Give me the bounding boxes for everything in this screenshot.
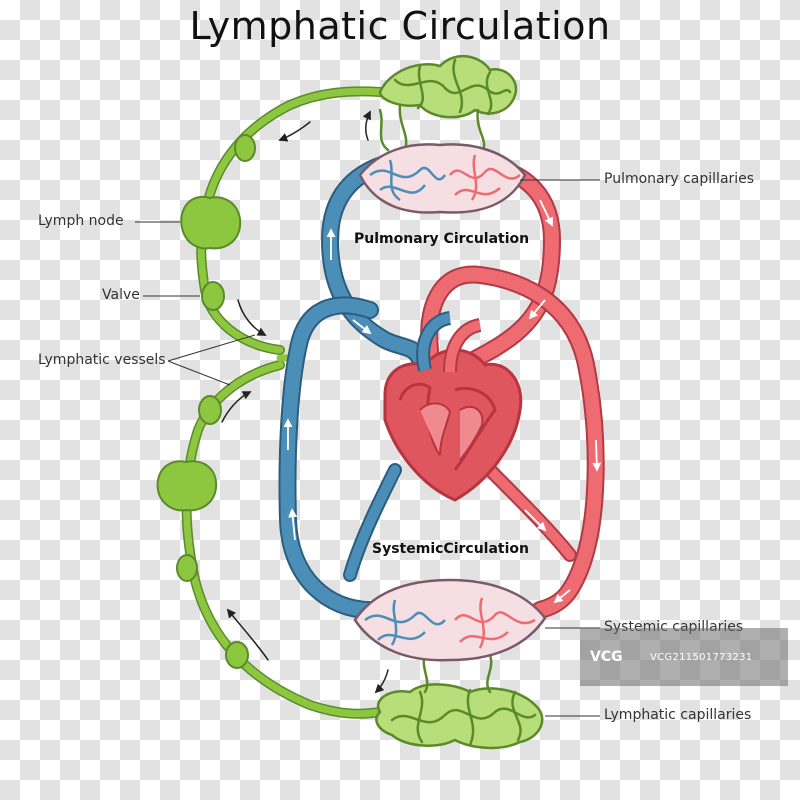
lymph-flow-arrow <box>221 391 252 423</box>
lymph-flow-arrow <box>374 669 389 694</box>
valve-icon <box>201 281 225 311</box>
systemic-capillaries <box>353 578 547 662</box>
lymph-flow-arrow <box>278 121 311 142</box>
label-valve: Valve <box>102 287 140 303</box>
lymph-node-upper <box>180 195 242 250</box>
blood-flow-arrow <box>524 509 547 532</box>
label-lymph-node: Lymph node <box>38 213 124 229</box>
lymph-nodule <box>234 134 256 162</box>
watermark: VCG VCG211501773231 <box>580 628 788 686</box>
lymph-flow-arrow <box>362 110 371 141</box>
page-title: Lymphatic Circulation <box>189 4 611 48</box>
blood-flow-arrow <box>288 508 298 541</box>
lymphatic-capillaries-upper <box>378 54 518 152</box>
label-pulmonary-capillaries: Pulmonary capillaries <box>604 171 755 187</box>
lymph-flow-arrow <box>226 608 269 661</box>
lymphatic-system <box>156 54 544 750</box>
watermark-logo: VCG <box>590 649 623 665</box>
leader-line-lymphatic-vessels <box>167 334 256 386</box>
blood-flow-arrow <box>539 199 553 227</box>
label-lymphatic-vessels: Lymphatic vessels <box>38 352 166 368</box>
lymph-flow-arrow <box>237 299 267 336</box>
blood-flow-arrow <box>528 299 546 320</box>
label-systemic-circulation: SystemicCirculation <box>372 541 529 557</box>
blood-flow-arrow <box>352 319 372 335</box>
pulmonary-loop <box>320 151 562 379</box>
heart <box>383 311 523 502</box>
pulmonary-capillaries <box>358 143 527 214</box>
watermark-id: VCG211501773231 <box>650 651 753 663</box>
lymph-node-lower <box>156 460 218 512</box>
lymph-nodule <box>176 554 198 582</box>
lymph-nodule <box>225 641 249 669</box>
lymph-nodule <box>198 395 222 425</box>
blood-flow-arrow <box>553 589 571 604</box>
blood-flow-arrow <box>592 439 602 472</box>
lymphatic-capillaries-lower <box>375 650 544 750</box>
label-lymphatic-capillaries: Lymphatic capillaries <box>604 707 752 723</box>
label-pulmonary-circulation: Pulmonary Circulation <box>354 231 530 247</box>
